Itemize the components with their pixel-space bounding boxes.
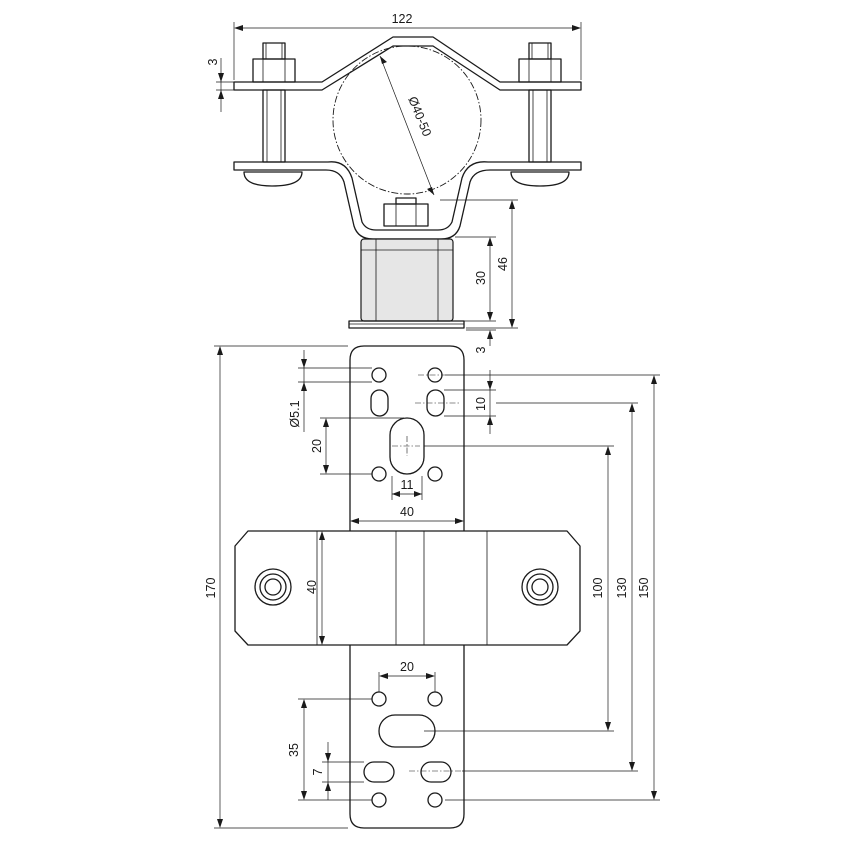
upper-clamp-strap	[233, 36, 582, 91]
dim-150: 150	[637, 578, 651, 599]
dim-total-height: 170	[204, 578, 218, 599]
lower-small-slot	[363, 761, 395, 783]
upper-hole	[371, 466, 387, 482]
dim-slot-gap: 11	[401, 478, 414, 492]
center-nut	[383, 197, 429, 227]
plate-dimensions: 170 Ø5.1 20 11 40 40	[204, 345, 660, 829]
right-bolt	[510, 42, 570, 187]
left-bolt	[243, 42, 303, 187]
dim-bar-height: 40	[305, 580, 319, 594]
upper-hole	[371, 367, 387, 383]
upper-plate	[349, 345, 465, 531]
lower-small-slot	[420, 761, 452, 783]
dim-total-base-height: 46	[496, 257, 510, 271]
dim-hole-spacing-lower: 20	[400, 660, 414, 674]
dim-130: 130	[615, 578, 629, 599]
dim-plate-width: 40	[400, 505, 414, 519]
dim-lower-spacing: 35	[287, 743, 301, 757]
lower-clamp-strap	[233, 161, 582, 240]
base-plate	[348, 320, 465, 329]
upper-small-slot	[370, 389, 389, 417]
insulator	[360, 238, 454, 322]
pipe-clamp-view	[233, 36, 582, 329]
right-bar-nut	[521, 568, 559, 606]
dim-hole-diameter: Ø5.1	[288, 400, 302, 427]
lower-hole	[371, 792, 387, 808]
dim-base-plate-thickness: 3	[474, 346, 488, 353]
lower-hole	[427, 691, 443, 707]
lower-hole	[371, 691, 387, 707]
left-bar-nut	[254, 568, 292, 606]
dim-lower-slot: 7	[311, 768, 325, 775]
lower-hole	[427, 792, 443, 808]
dim-hole-spacing-upper: 20	[310, 439, 324, 453]
dim-100: 100	[591, 578, 605, 599]
lower-plate	[349, 645, 465, 829]
dim-slot-width: 10	[474, 397, 488, 411]
dim-width-top: 122	[392, 12, 413, 26]
pipe-outline	[332, 45, 482, 195]
dim-insulator-height: 30	[474, 271, 488, 285]
horizontal-bar	[234, 530, 581, 646]
upper-hole	[427, 466, 443, 482]
dim-plate-thickness: 3	[206, 58, 220, 65]
